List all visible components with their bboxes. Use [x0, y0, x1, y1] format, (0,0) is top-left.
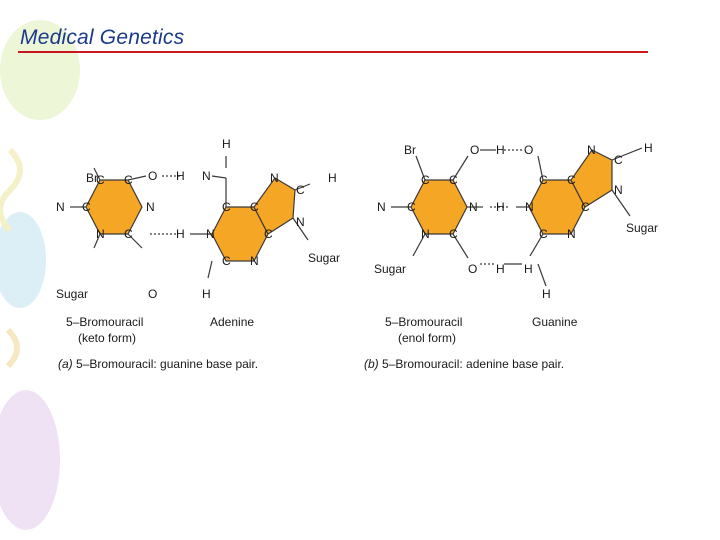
atom-label: C [124, 173, 133, 187]
atom-label: H [644, 141, 653, 155]
molecule-name: 5–Bromouracil [66, 315, 143, 329]
atom-label: N [296, 215, 305, 229]
panel-b-names: 5–Bromouracil (enol form) Guanine [385, 315, 578, 345]
atom-label: N [525, 200, 534, 214]
atom-label: H [542, 287, 551, 301]
atom-label: C [250, 200, 259, 214]
caption-letter: (b) [364, 357, 379, 371]
atom-label: N [469, 200, 478, 214]
atom-label: C [567, 173, 576, 187]
atom-label: O [524, 143, 533, 157]
panel-b-caption: (b) 5–Bromouracil: adenine base pair. [364, 357, 564, 371]
caption-text: 5–Bromouracil: guanine base pair. [76, 357, 258, 371]
atom-label: N [614, 183, 623, 197]
base-pair-diagram: Br C C O N C N N C O Sugar H N H H N C C… [56, 137, 658, 371]
caption-text: 5–Bromouracil: adenine base pair. [382, 357, 564, 371]
atom-label: C [96, 173, 105, 187]
atom-label: C [581, 200, 590, 214]
atom-label: H [524, 262, 533, 276]
atom-label: H [496, 200, 505, 214]
atom-label: C [539, 173, 548, 187]
panel-a-caption: (a) 5–Bromouracil: guanine base pair. [58, 357, 258, 371]
atom-label: C [82, 200, 91, 214]
atom-label: H [222, 137, 231, 151]
atom-label: C [124, 227, 133, 241]
panel-b-atoms: Br O H O C C N C N H N C Sugar O H H C C… [374, 141, 658, 301]
ribbon-decoration [5, 327, 20, 369]
atom-label: Sugar [374, 262, 406, 276]
atom-label: H [496, 143, 505, 157]
atom-label: N [56, 200, 65, 214]
balloon-decoration [0, 20, 80, 120]
atom-label: N [270, 171, 279, 185]
atom-label: N [250, 254, 259, 268]
panel-a: Br C C O N C N N C O Sugar H N H H N C C… [56, 137, 340, 371]
atom-label: C [222, 200, 231, 214]
atom-label: N [146, 200, 155, 214]
guanine-five-ring [570, 149, 613, 208]
atom-label: N [587, 143, 596, 157]
atom-label: N [96, 227, 105, 241]
atom-label: C [421, 173, 430, 187]
balloon-decoration [0, 212, 46, 308]
atom-label: O [470, 143, 479, 157]
atom-label: O [148, 287, 157, 301]
atom-label: N [206, 227, 215, 241]
slide-title: Medical Genetics [20, 26, 185, 49]
atom-label: C [539, 227, 548, 241]
atom-label: H [202, 287, 211, 301]
caption-letter: (a) [58, 357, 73, 371]
panel-b-bonds [391, 147, 643, 287]
bromouracil-ring [85, 179, 143, 235]
panel-b: Br O H O C C N C N H N C Sugar O H H C C… [364, 141, 658, 371]
atom-label: C [449, 227, 458, 241]
atom-label: C [407, 200, 416, 214]
molecule-form: (keto form) [78, 331, 136, 345]
atom-label: Br [86, 171, 98, 185]
atom-label: H [496, 262, 505, 276]
atom-label: H [176, 227, 185, 241]
atom-label: H [328, 171, 337, 185]
molecule-name: Guanine [532, 315, 578, 329]
molecule-name: Adenine [210, 315, 254, 329]
adenine-five-ring [253, 177, 296, 235]
atom-label: N [377, 200, 386, 214]
atom-label: Sugar [56, 287, 88, 301]
title-divider [18, 51, 648, 53]
atom-label: N [202, 169, 211, 183]
panel-a-names: 5–Bromouracil (keto form) Adenine [66, 315, 254, 345]
atom-label: C [296, 183, 305, 197]
atom-label: C [449, 173, 458, 187]
balloon-decoration [0, 390, 60, 530]
atom-label: Br [404, 143, 416, 157]
atom-label: N [567, 227, 576, 241]
atom-label: O [148, 169, 157, 183]
atom-label: C [222, 254, 231, 268]
base-pair-figure: Br C C O N C N N C O Sugar H N H H N C C… [38, 128, 690, 418]
atom-label: Sugar [308, 251, 340, 265]
atom-label: Sugar [626, 221, 658, 235]
atom-label: C [614, 153, 623, 167]
atom-label: N [421, 227, 430, 241]
atom-label: C [264, 227, 273, 241]
panel-a-bonds [70, 156, 311, 279]
bromouracil-ring [410, 179, 468, 235]
panel-a-atoms: Br C C O N C N N C O Sugar H N H H N C C… [56, 137, 340, 301]
atom-label: H [176, 169, 185, 183]
ribbon-decoration [0, 147, 23, 233]
molecule-name: 5–Bromouracil [385, 315, 462, 329]
molecule-form: (enol form) [398, 331, 456, 345]
atom-label: O [468, 262, 477, 276]
